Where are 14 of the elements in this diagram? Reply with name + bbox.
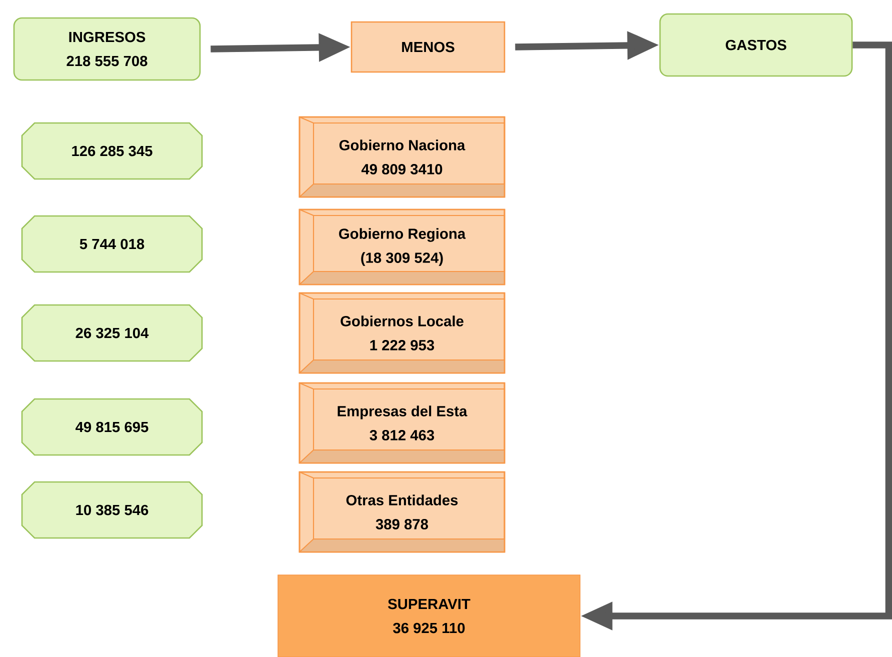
entity-box: Gobierno Regiona (18 309 524) [298,208,506,286]
entity-box: Gobierno Naciona 49 809 3410 [298,116,506,198]
result-box: SUPERAVIT 36 925 110 [278,574,580,657]
result-box: INGRESOS 218 555 708 [13,17,201,81]
value-octagon: 126 285 345 [21,122,203,180]
value-octagon: 10 385 546 [21,481,203,539]
entity-box: Gobiernos Locale 1 222 953 [298,292,506,374]
result-box: GASTOS [659,13,853,77]
entity-box: Otras Entidades 389 878 [298,471,506,553]
value-octagon: 49 815 695 [21,398,203,456]
operation-box: MENOS [350,21,506,73]
entity-box: Empresas del Esta 3 812 463 [298,382,506,464]
value-octagon: 5 744 018 [21,215,203,273]
value-octagon: 26 325 104 [21,304,203,362]
